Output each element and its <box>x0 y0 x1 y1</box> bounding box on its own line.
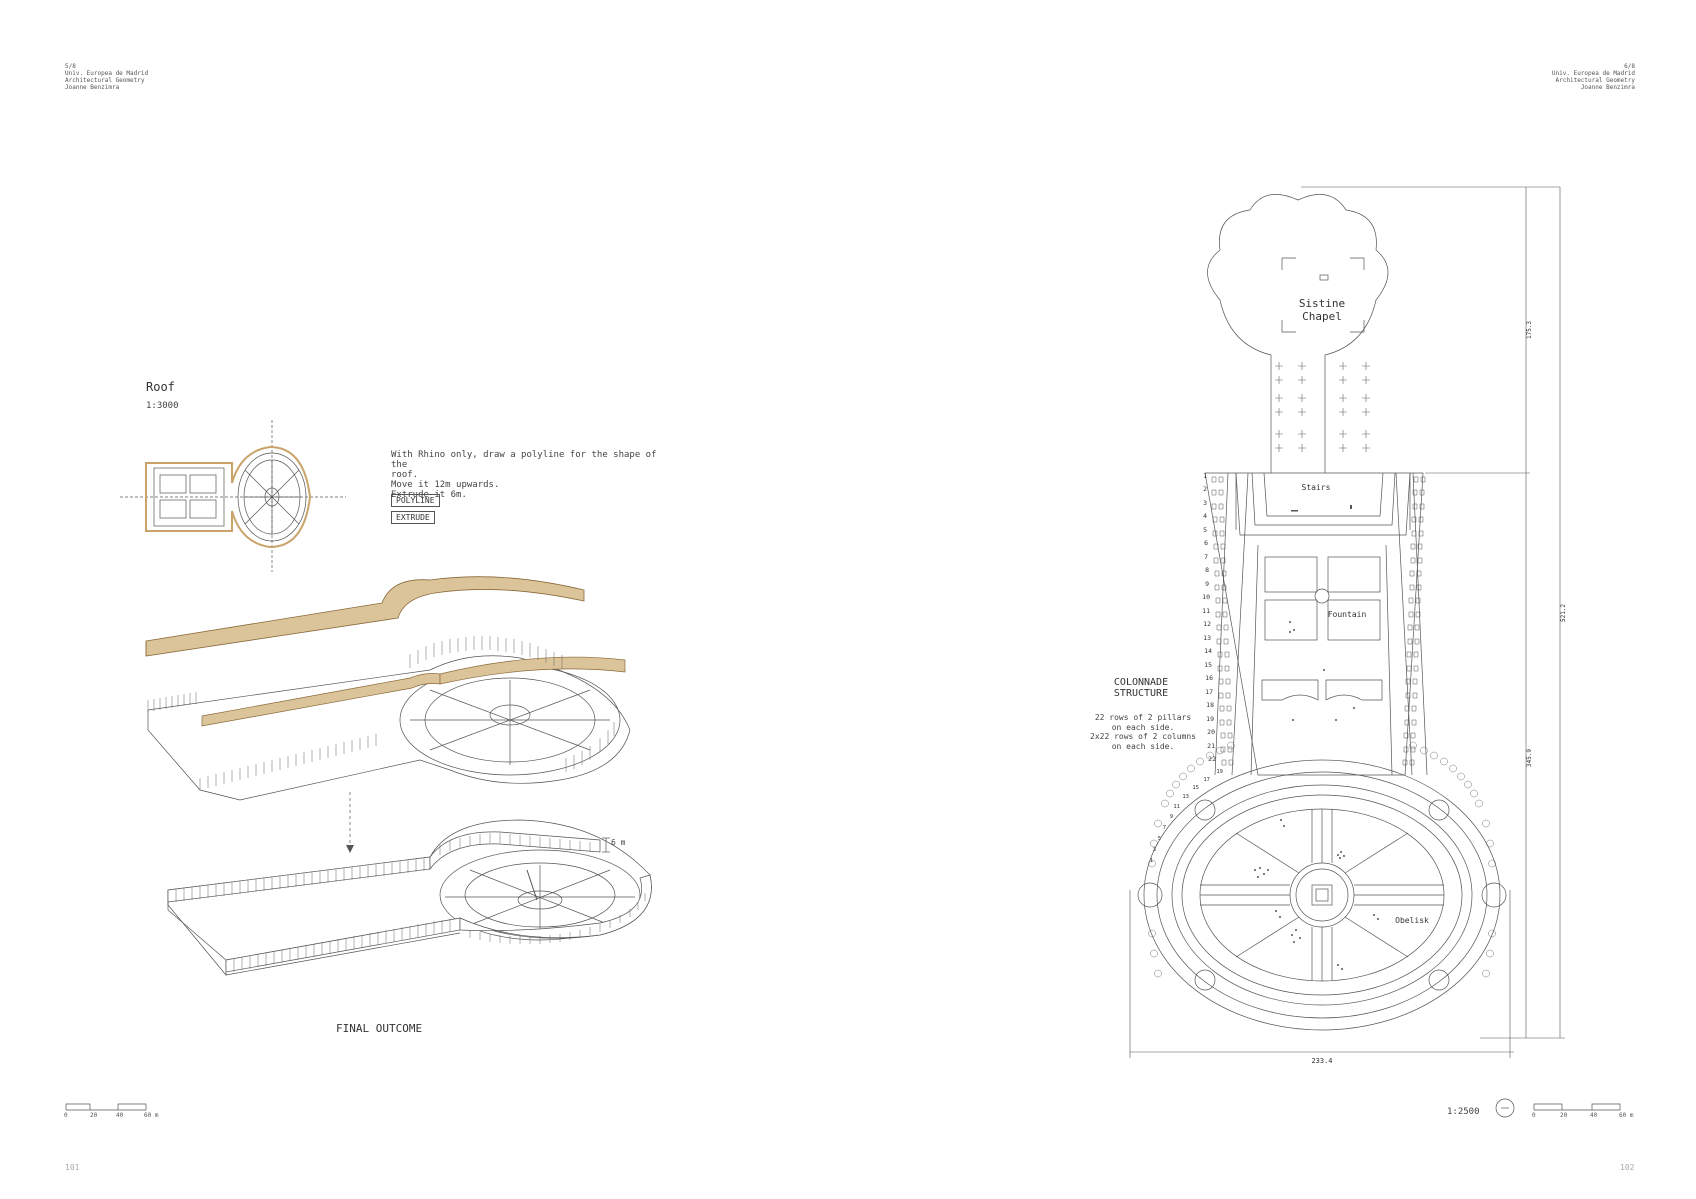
obelisk-label: Obelisk <box>1395 916 1429 925</box>
row-number: 10 <box>1202 593 1210 601</box>
row-number: 3 <box>1203 499 1207 507</box>
oval-piazza-outer <box>1143 759 1501 1031</box>
row-number: 14 <box>1204 647 1212 655</box>
dimension-label: 521.2 <box>1560 604 1567 622</box>
arc-number: 5 <box>1158 836 1161 842</box>
plan-scale-label: 1:2500 <box>1447 1107 1480 1117</box>
left-header: 5/8 Univ. Europea de Madrid Architectura… <box>65 63 148 91</box>
header-line: 5/8 <box>65 63 76 70</box>
stairs-label: Stairs <box>1302 483 1331 492</box>
right-header: 6/8 Univ. Europea de Madrid Architectura… <box>1552 63 1635 91</box>
row-numbers: 1 2 3 4 5 6 7 8 9 10 11 12 13 14 15 16 1… <box>1202 472 1216 763</box>
header-line: Joanne Benzimra <box>1580 84 1635 91</box>
final-model <box>167 819 652 976</box>
header-line: Univ. Europea de Madrid <box>1551 70 1635 77</box>
scale-tick-label: 60 m <box>1619 1112 1634 1119</box>
chapel-outline <box>1207 194 1389 473</box>
scale-tick-label: 20 <box>90 1112 98 1119</box>
roof-plan-small <box>120 420 346 572</box>
section-title: Roof <box>146 380 175 394</box>
scale-tick-label: 60 m <box>144 1112 159 1119</box>
instruction-line: Move it 12m upwards. <box>391 480 500 490</box>
row-number: 22 <box>1208 755 1216 763</box>
final-outcome-label: FINAL OUTCOME <box>336 1022 423 1035</box>
scale-label: 1:3000 <box>146 401 179 411</box>
right-scale-bar <box>1533 1103 1621 1111</box>
site-plan <box>1137 194 1507 1031</box>
row-number: 1 <box>1203 472 1207 480</box>
instruction-line: Extrude it 6m. <box>391 490 467 500</box>
right-page-number: 102 <box>1620 1163 1635 1172</box>
arc-number: 9 <box>1170 814 1173 820</box>
polyline-command: POLYLINE <box>391 494 440 507</box>
extrude-command: EXTRUDE <box>391 511 435 524</box>
row-number: 21 <box>1207 742 1215 750</box>
row-number: 5 <box>1203 526 1207 534</box>
instruction-line: With Rhino only, draw a polyline for the… <box>391 450 657 470</box>
dimension-label: 233.4 <box>1311 1057 1332 1065</box>
left-page-number: 101 <box>65 1163 80 1172</box>
instruction-line: roof. <box>391 470 419 480</box>
scale-tick-label: 0 <box>1532 1112 1536 1119</box>
row-number: 16 <box>1205 674 1213 682</box>
left-scale-bar <box>65 1103 147 1111</box>
arc-number: 1 <box>1150 858 1153 864</box>
arc-number: 11 <box>1173 804 1180 810</box>
header-line: Joanne Benzimra <box>65 84 120 91</box>
row-number: 11 <box>1202 607 1210 615</box>
row-number: 18 <box>1206 701 1214 709</box>
scale-tick-label: 0 <box>64 1112 68 1119</box>
pillars-right <box>1402 476 1426 766</box>
row-number: 8 <box>1205 566 1209 574</box>
header-line: Architectural Geometry <box>1555 77 1635 84</box>
arc-number: 7 <box>1163 825 1166 831</box>
pillars-left <box>1211 476 1234 766</box>
arc-number: 13 <box>1182 794 1189 800</box>
chapel-label: Sistine <box>1299 297 1345 310</box>
header-line: Univ. Europea de Madrid <box>65 70 149 77</box>
header-line: Architectural Geometry <box>65 77 145 84</box>
scale-tick-label: 20 <box>1560 1112 1568 1119</box>
north-icon <box>1495 1098 1515 1118</box>
colonnade-description: 22 rows of 2 pillars on each side. 2x22 … <box>1088 713 1198 751</box>
colonnade-text-line: 2x22 rows of 2 columns <box>1090 732 1196 741</box>
colonnade-title: COLONNADE STRUCTURE <box>1106 677 1176 699</box>
dimension-label: 175.3 <box>1526 321 1533 339</box>
dimension-label: 345.9 <box>1526 749 1533 767</box>
row-number: 20 <box>1207 728 1215 736</box>
arc-number: 3 <box>1153 847 1156 853</box>
row-number: 7 <box>1204 553 1208 561</box>
arc-number: 17 <box>1203 777 1210 783</box>
arc-number: 15 <box>1192 785 1199 791</box>
row-number: 17 <box>1205 688 1213 696</box>
chapel-label: Chapel <box>1302 310 1342 323</box>
row-number: 6 <box>1204 539 1208 547</box>
row-number: 19 <box>1206 715 1214 723</box>
row-number: 15 <box>1204 661 1212 669</box>
instructions: With Rhino only, draw a polyline for the… <box>391 450 661 500</box>
colonnade-text-line: on each side. <box>1111 741 1175 751</box>
scale-tick-label: 40 <box>116 1112 124 1119</box>
exploded-model <box>147 636 631 853</box>
header-line: 6/8 <box>1624 63 1635 70</box>
colonnade-text-line: 22 rows of 2 pillars <box>1094 713 1192 722</box>
scale-tick-label: 40 <box>1590 1112 1598 1119</box>
fountain-label: Fountain <box>1328 610 1367 619</box>
dimension-lines <box>1129 186 1565 1058</box>
row-number: 13 <box>1203 634 1211 642</box>
row-number: 2 <box>1203 485 1207 493</box>
arc-numbers: 19 17 15 13 11 9 7 5 3 1 <box>1150 769 1223 864</box>
arc-number: 19 <box>1216 769 1223 775</box>
colonnade-title-line: STRUCTURE <box>1113 688 1169 699</box>
roof-extrusion <box>145 576 585 657</box>
row-number: 12 <box>1203 620 1211 628</box>
row-number: 9 <box>1205 580 1209 588</box>
dimension-6m: 6 m <box>611 838 626 847</box>
colonnade-title-line: COLONNADE <box>1113 677 1169 688</box>
row-number: 4 <box>1203 512 1207 520</box>
colonnade-text-line: on each side. <box>1111 722 1175 732</box>
